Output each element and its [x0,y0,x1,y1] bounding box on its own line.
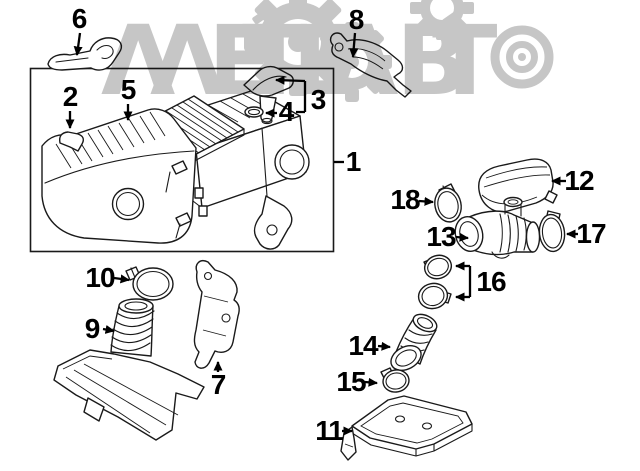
callout-10: 10 [85,262,115,293]
hose-clamp-15 [380,367,410,393]
callout-3: 3 [310,84,327,115]
callout-8: 8 [348,4,365,35]
callout-16: 16 [476,266,506,297]
callout-6: 6 [71,3,88,34]
callout-14: 14 [348,330,378,361]
callout-18: 18 [390,184,420,215]
air-cleaner-cap-12 [478,158,558,213]
callout-17: 17 [576,218,606,249]
intake-hose-14 [390,313,438,371]
callout-9: 9 [84,313,101,344]
sensor-gasket-oring [244,106,264,118]
bracket-part-8 [329,32,412,98]
assembly-box-outline [29,67,335,253]
hose-clamp-16-upper [423,254,453,280]
callout-2: 2 [62,81,79,112]
callout-11: 11 [315,415,344,446]
callout-1: 1 [345,146,362,177]
callout-15: 15 [336,366,366,397]
callout-4: 4 [278,96,295,127]
hose-clamp-17 [538,210,566,253]
bracket-part-7 [193,260,240,369]
callout-12: 12 [564,165,594,196]
callout-5: 5 [120,74,137,105]
air-cleaner-lower-case [41,108,197,244]
bracket-part-6 [47,37,123,71]
resonator-11 [340,395,473,461]
intake-duct-13 [454,196,541,259]
air-intake-duct-9 [53,298,205,441]
callout-13: 13 [426,221,456,252]
hose-clamp-16-lower [417,282,452,310]
hose-clamp-18 [434,183,462,223]
hose-clamp-10 [125,266,174,301]
callout-7: 7 [210,369,227,400]
